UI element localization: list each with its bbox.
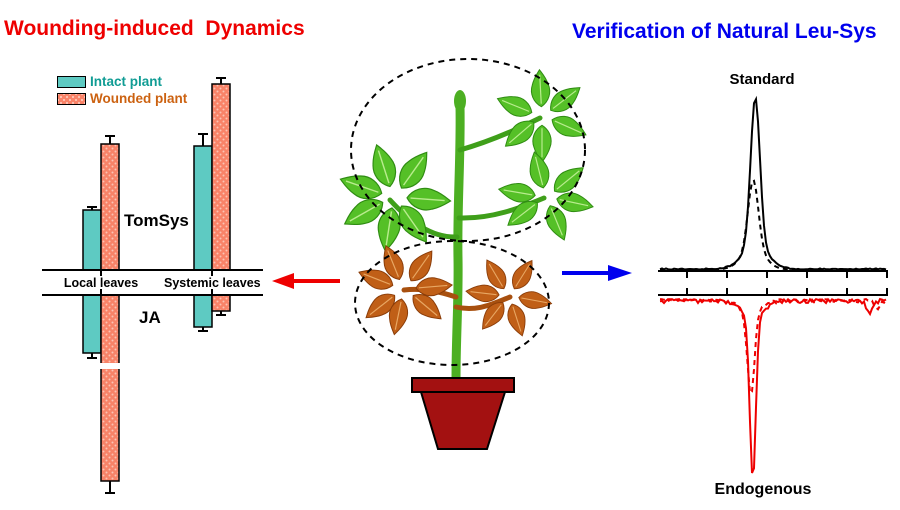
leaflet (507, 303, 526, 337)
leaflet (406, 187, 452, 211)
leaflet (415, 277, 454, 297)
stem-tip (454, 90, 466, 112)
plant-pot (411, 377, 515, 450)
leaflet (496, 96, 533, 117)
leaflet (486, 259, 507, 290)
chromatogram-trace-dashed (660, 179, 886, 271)
bar-wounded-plant-systemic-leaves-ja (211, 294, 231, 312)
leaflet (399, 151, 428, 189)
leaflet (372, 143, 397, 188)
leaflet (507, 200, 538, 226)
bar-wounded-plant-local-leaves-tomsys (100, 143, 120, 271)
leaflet (530, 68, 551, 108)
leaflet (365, 293, 396, 319)
wounded-plant-label: Wounded plant (90, 91, 188, 106)
chromatogram-trace-dashed (659, 297, 887, 395)
bar-chart (42, 77, 263, 494)
leaflet (343, 198, 384, 226)
endogenous-trace-label: Endogenous (714, 481, 812, 498)
legend-row-intact: Intact plant (57, 74, 187, 89)
leaflet (518, 291, 553, 309)
leaflet (358, 269, 394, 290)
leaflet (550, 87, 581, 113)
leaflet (553, 167, 584, 193)
wounded-leaves-ellipse (354, 240, 550, 366)
bar-chart-legend: Intact plant Wounded plant (57, 74, 187, 106)
leaflet (504, 120, 535, 147)
leaflet (482, 302, 505, 330)
standard-chromatogram (658, 95, 888, 278)
category-label-local-leaves: Local leaves (63, 276, 139, 290)
bar-wounded-plant-local-leaves-ja (100, 294, 120, 482)
leaflet (497, 182, 536, 203)
pot-body (419, 391, 507, 450)
leaflet (545, 205, 567, 241)
bar-intact-plant-local-leaves-tomsys (82, 209, 102, 271)
leaflet (511, 259, 533, 290)
leaflet (551, 115, 587, 137)
pot-rim (411, 377, 515, 393)
bar-intact-plant-systemic-leaves-tomsys (193, 145, 213, 271)
endogenous-chromatogram (658, 288, 888, 474)
intact-plant-swatch (57, 75, 86, 88)
healthy-leaves-ellipse (350, 58, 586, 242)
right-section-title: Verification of Natural Leu-Sys (572, 20, 877, 43)
plant-stem (451, 101, 465, 421)
ja-panel-label: JA (139, 308, 161, 327)
tomsys-panel-label: TomSys (124, 211, 189, 230)
bar-intact-plant-systemic-leaves-ja (193, 294, 213, 328)
leaflet (388, 298, 409, 336)
tomato-plant-illustration (339, 58, 594, 450)
chromatogram-trace-solid (659, 297, 887, 474)
leaflet (529, 151, 550, 189)
plant-leaves (339, 68, 594, 337)
leaflet (465, 284, 500, 303)
standard-trace-label: Standard (729, 71, 795, 88)
blue-right-arrow (562, 265, 632, 281)
left-section-title: Wounding-induced Dynamics (4, 17, 305, 40)
intact-plant-label: Intact plant (90, 74, 163, 89)
leaflet (408, 250, 433, 282)
wounded-plant-swatch (57, 92, 86, 105)
bar-wounded-plant-systemic-leaves-tomsys (211, 83, 231, 271)
red-left-arrow (272, 273, 340, 289)
legend-row-wounded: Wounded plant (57, 91, 187, 106)
bar-intact-plant-local-leaves-ja (82, 294, 102, 354)
category-label-systemic-leaves: Systemic leaves (164, 276, 261, 290)
leaflet (412, 293, 442, 320)
chromatogram-trace-solid (659, 95, 887, 271)
bar-axis-break (99, 363, 121, 369)
leaflet (383, 245, 404, 281)
